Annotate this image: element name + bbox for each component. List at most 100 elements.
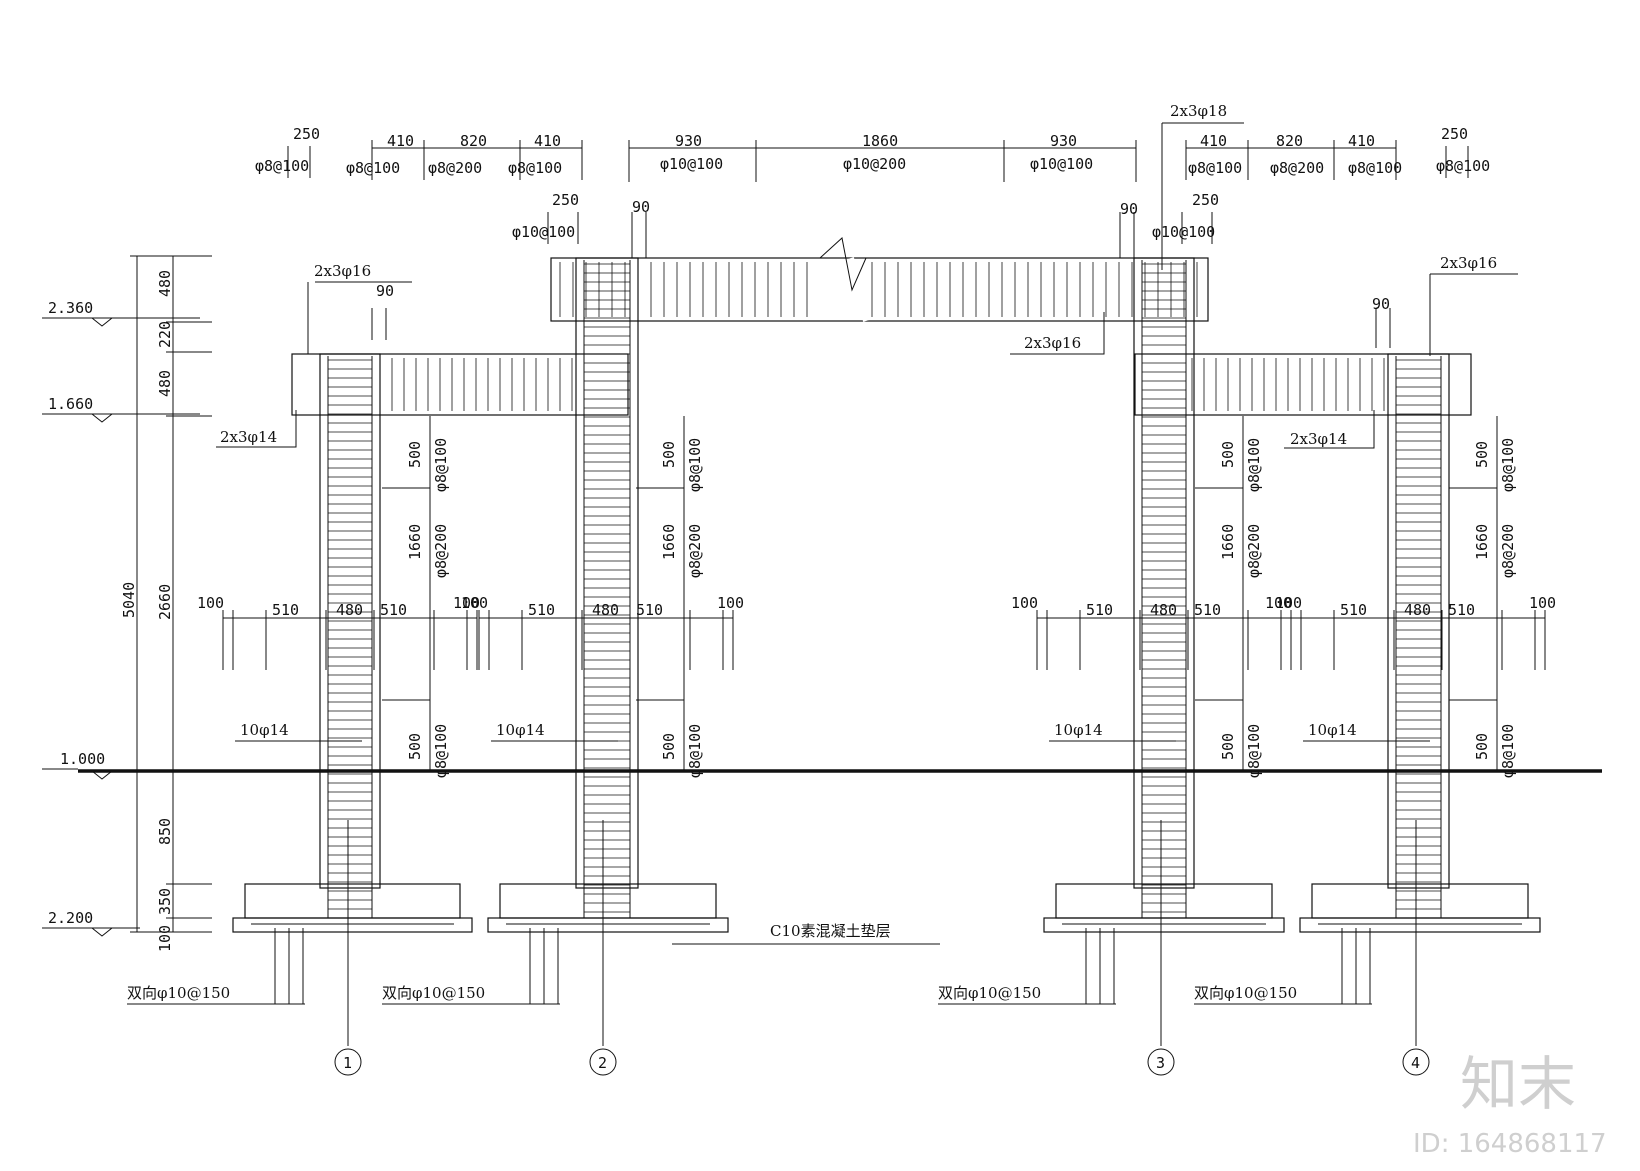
col-dim-500-top: 500 bbox=[660, 441, 678, 468]
col-dim-500-top: 500 bbox=[1219, 441, 1237, 468]
dim-410-d: 410 bbox=[1348, 132, 1375, 150]
col-dim-1660: 1660 bbox=[660, 524, 678, 560]
col-dim-500-top: 500 bbox=[1473, 441, 1491, 468]
footing-1: 双向φ10@150 bbox=[127, 883, 473, 1005]
footing-4: 双向φ10@150 bbox=[1194, 883, 1541, 1005]
stirrup-f: φ10@200 bbox=[843, 155, 906, 173]
col-dim-100-left: 100 bbox=[1011, 594, 1038, 612]
elevation-1660: 1.660 bbox=[48, 395, 93, 413]
column-4 bbox=[1387, 353, 1450, 918]
dim-250-d: 250 bbox=[1192, 191, 1219, 209]
col-dim-1660: 1660 bbox=[406, 524, 424, 560]
elevation-2200: 2.200 bbox=[48, 909, 93, 927]
dim-410-a: 410 bbox=[387, 132, 414, 150]
dim-410-b: 410 bbox=[534, 132, 561, 150]
stirrup-a: φ8@100 bbox=[255, 157, 309, 175]
col-dim-500-bottom: 500 bbox=[406, 733, 424, 760]
stirrup-k: φ8@100 bbox=[1436, 157, 1490, 175]
col-dim-100-right: 100 bbox=[461, 594, 488, 612]
stirrup-m: φ10@100 bbox=[1152, 223, 1215, 241]
dim-820-b: 820 bbox=[1276, 132, 1303, 150]
elevation-2360: 2.360 bbox=[48, 299, 93, 317]
dim-930-b: 930 bbox=[1050, 132, 1077, 150]
col-dim-500-bottom: 500 bbox=[660, 733, 678, 760]
stirrup-b: φ8@100 bbox=[346, 159, 400, 177]
col-dim-480: 480 bbox=[1404, 601, 1431, 619]
col-dim-510-left: 510 bbox=[1340, 601, 1367, 619]
col-dim-480: 480 bbox=[336, 601, 363, 619]
stirrup-g: φ10@100 bbox=[1030, 155, 1093, 173]
stirrup-i: φ8@200 bbox=[1270, 159, 1324, 177]
col-dim-480: 480 bbox=[1150, 601, 1177, 619]
col-dim-100-left: 100 bbox=[453, 594, 480, 612]
col-rebar-10-14: 10φ14 bbox=[496, 721, 545, 739]
col-dim-1660: 1660 bbox=[1219, 524, 1237, 560]
stirrup-j: φ8@100 bbox=[1348, 159, 1402, 177]
col-dim-500-top: 500 bbox=[406, 441, 424, 468]
col-rebar-10-14: 10φ14 bbox=[1054, 721, 1103, 739]
columns bbox=[319, 257, 1450, 918]
col-stirrup-top: φ8@100 bbox=[1499, 438, 1517, 492]
col-dim-100-right: 100 bbox=[1529, 594, 1556, 612]
col-stirrup-mid: φ8@200 bbox=[1245, 524, 1263, 578]
rebar-2x3-16-left: 2x3φ16 bbox=[314, 262, 371, 280]
column-3 bbox=[1133, 257, 1195, 918]
elevation-markers: 2.360 1.660 1.000 2.200 bbox=[42, 299, 200, 937]
axis-3: 3 bbox=[1156, 1054, 1165, 1072]
col-stirrup-mid: φ8@200 bbox=[432, 524, 450, 578]
elevation-1000: 1.000 bbox=[60, 750, 105, 768]
dim-480-mid: 480 bbox=[156, 370, 174, 397]
dim-2660: 2660 bbox=[156, 584, 174, 620]
dim-350: 350 bbox=[156, 888, 174, 915]
col-dim-100-right: 100 bbox=[717, 594, 744, 612]
footing-rebar-label-2: 双向φ10@150 bbox=[382, 984, 485, 1002]
column-annotations: 500 φ8@100 1660 φ8@200 500 φ8@100 100 510 480 510… bbox=[197, 416, 1556, 778]
col-stirrup-mid: φ8@200 bbox=[686, 524, 704, 578]
axis-4: 4 bbox=[1411, 1054, 1420, 1072]
stirrup-h: φ8@100 bbox=[1188, 159, 1242, 177]
dim-820-a: 820 bbox=[460, 132, 487, 150]
dim-250-a: 250 bbox=[293, 125, 320, 143]
col-dim-500-bottom: 500 bbox=[1219, 733, 1237, 760]
watermark-brand: 知末 bbox=[1460, 1050, 1576, 1118]
axis-bubbles: 1 2 3 4 bbox=[334, 820, 1430, 1076]
dim-90-a: 90 bbox=[632, 198, 650, 216]
rebar-2x3-16-center: 2x3φ16 bbox=[1024, 334, 1081, 352]
dim-250-c: 250 bbox=[552, 191, 579, 209]
dim-90-b: 90 bbox=[1120, 200, 1138, 218]
watermark-id: ID: 164868117 bbox=[1413, 1129, 1607, 1159]
cushion-label: C10素混凝土垫层 bbox=[770, 922, 891, 940]
dim-930-a: 930 bbox=[675, 132, 702, 150]
dim-1860: 1860 bbox=[862, 132, 898, 150]
col-dim-500-bottom: 500 bbox=[1473, 733, 1491, 760]
dim-410-c: 410 bbox=[1200, 132, 1227, 150]
stirrup-e: φ10@100 bbox=[660, 155, 723, 173]
axis-1: 1 bbox=[343, 1054, 352, 1072]
side-beam-left bbox=[291, 353, 629, 416]
dim-90-d: 90 bbox=[1372, 295, 1390, 313]
side-beam-right bbox=[1134, 353, 1472, 416]
dim-90-c: 90 bbox=[376, 282, 394, 300]
col-stirrup-bottom: φ8@100 bbox=[1245, 724, 1263, 778]
dim-250-b: 250 bbox=[1441, 125, 1468, 143]
footing-2: 双向φ10@150 bbox=[382, 883, 729, 1005]
vertical-dimension-chain: 480 220 480 2660 850 350 100 5040 bbox=[120, 255, 212, 952]
dim-100: 100 bbox=[156, 925, 174, 952]
col-dim-100-left: 100 bbox=[197, 594, 224, 612]
dim-220: 220 bbox=[156, 321, 174, 348]
col-dim-480: 480 bbox=[592, 601, 619, 619]
footing-rebar-label-4: 双向φ10@150 bbox=[1194, 984, 1297, 1002]
dim-480-top: 480 bbox=[156, 270, 174, 297]
top-dimensions: 250 φ8@100 410 820 410 φ8@100 φ8@200 φ8@… bbox=[255, 125, 1490, 348]
col-stirrup-bottom: φ8@100 bbox=[1499, 724, 1517, 778]
col-dim-1660: 1660 bbox=[1473, 524, 1491, 560]
col-dim-510-left: 510 bbox=[528, 601, 555, 619]
col-stirrup-top: φ8@100 bbox=[1245, 438, 1263, 492]
col-dim-510-left: 510 bbox=[1086, 601, 1113, 619]
